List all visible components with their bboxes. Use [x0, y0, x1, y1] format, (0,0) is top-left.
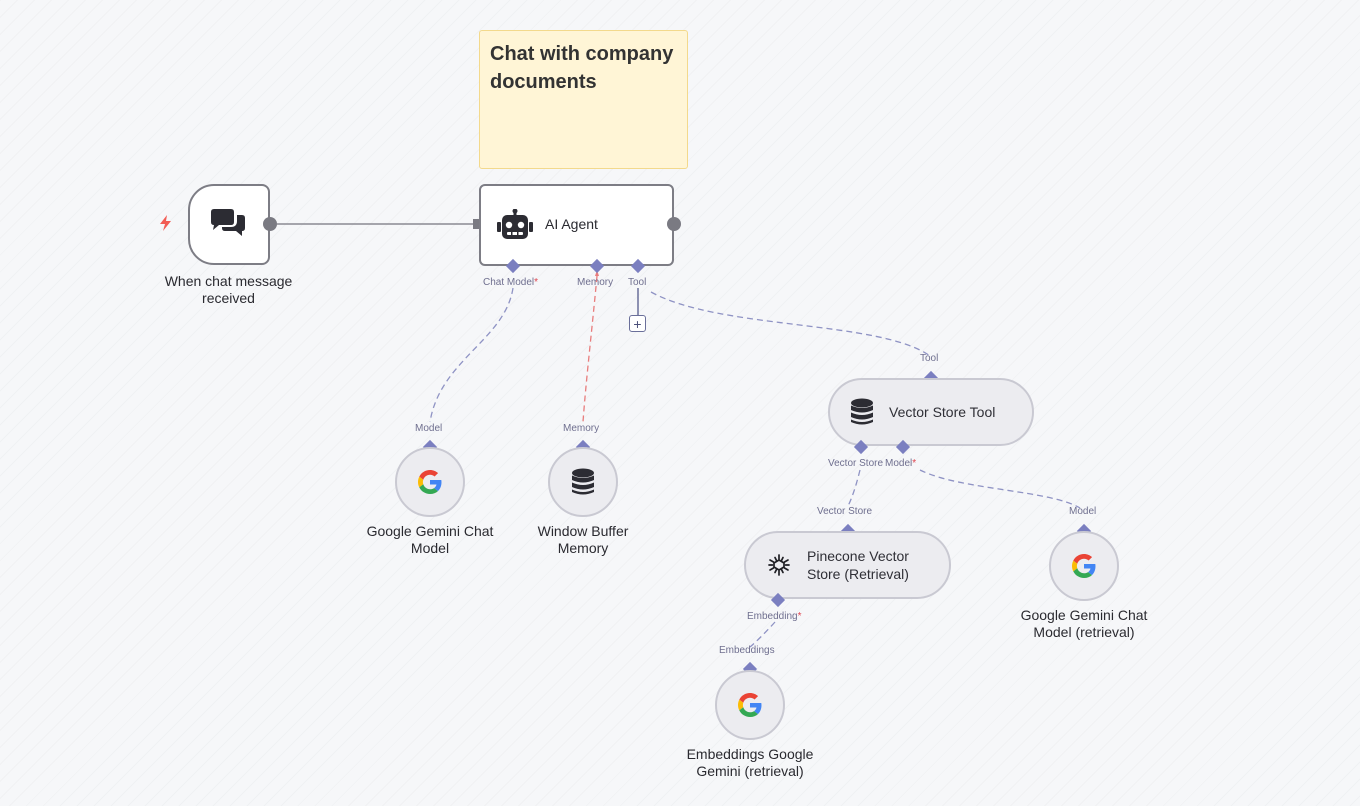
tool-input-label: Tool [920, 353, 939, 364]
robot-icon [497, 209, 533, 239]
memory-input-label: Memory [563, 423, 600, 434]
pinecone-icon [768, 554, 790, 576]
memory-port-label: Memory [577, 277, 614, 288]
gemini-retrieval-label: Google Gemini Chat Model (retrieval) [1020, 607, 1148, 640]
connection-vector-store[interactable] [847, 469, 861, 507]
agent-output-port[interactable] [667, 217, 681, 231]
retrieval-model-input-label: Model [1069, 506, 1097, 517]
agent-input-port[interactable] [473, 219, 479, 229]
tool-port-label: Tool [628, 277, 647, 288]
embeddings-node-label: Embeddings Google Gemini (retrieval) [686, 746, 814, 779]
connection-tool[interactable] [650, 291, 931, 357]
connection-retrieval-model[interactable] [919, 469, 1081, 509]
vector-store-output-label: Vector Store [828, 458, 884, 469]
trigger-node-label: When chat message received [164, 273, 293, 306]
chat-bubbles-icon [211, 209, 245, 236]
embeddings-node[interactable] [715, 670, 785, 740]
memory-node[interactable] [548, 447, 618, 517]
chat-model-port-label: Chat Model* [483, 277, 539, 288]
google-g-icon [738, 693, 762, 717]
ai-agent-label: AI Agent [545, 216, 598, 232]
vector-store-tool-node[interactable]: Vector Store Tool [828, 378, 1034, 446]
model-input-label: Model [415, 423, 443, 434]
connection-memory[interactable] [582, 275, 598, 423]
embedding-port-label: Embedding* [747, 611, 802, 622]
memory-node-label: Window Buffer Memory [537, 523, 629, 556]
sticky-note-text: Chat with company documents [490, 43, 674, 93]
trigger-bolt-icon [159, 215, 173, 236]
trigger-output-port[interactable] [263, 217, 277, 231]
chat-trigger-node[interactable] [188, 184, 270, 265]
add-tool-button[interactable]: + [629, 315, 646, 332]
sticky-note[interactable]: Chat with company documents [479, 30, 688, 169]
connection-embedding[interactable] [749, 621, 776, 648]
pinecone-node-label: Pinecone Vector Store (Retrieval) [807, 548, 909, 582]
pinecone-vector-store-node[interactable]: Pinecone Vector Store (Retrieval) [744, 531, 951, 599]
model-output-label: Model* [885, 458, 917, 469]
google-g-icon [418, 470, 442, 494]
gemini-chat-node[interactable] [395, 447, 465, 517]
google-g-icon [1072, 554, 1096, 578]
database-icon [572, 468, 594, 495]
vector-store-tool-label: Vector Store Tool [889, 404, 996, 420]
gemini-chat-label: Google Gemini Chat Model [366, 523, 494, 556]
database-icon [851, 398, 873, 425]
connection-chat-model[interactable] [429, 287, 514, 423]
gemini-retrieval-node[interactable] [1049, 531, 1119, 601]
embeddings-input-label: Embeddings [719, 645, 775, 656]
vector-store-input-label: Vector Store [817, 506, 873, 517]
